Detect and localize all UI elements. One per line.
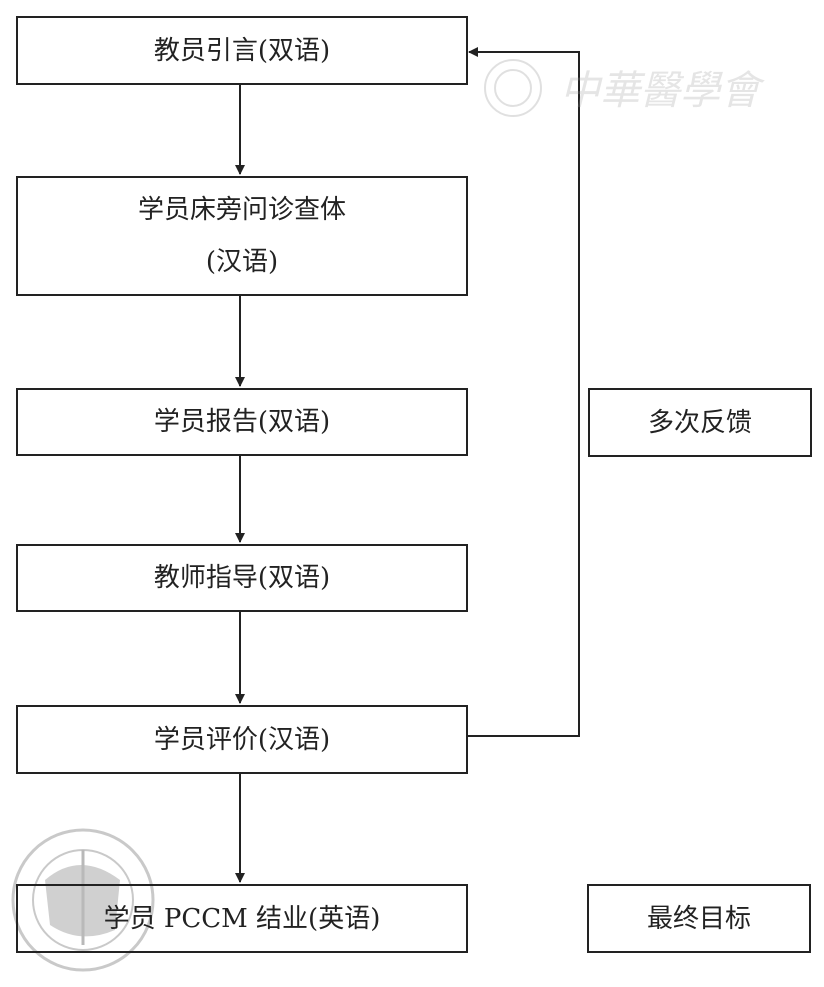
step-label: 教员引言(双语) bbox=[153, 35, 331, 66]
feedback-label-box: 多次反馈 bbox=[588, 388, 812, 457]
step-label: 学员报告(双语) bbox=[153, 407, 331, 437]
feedback-loop-arrow bbox=[467, 47, 580, 737]
step-label: 教师指导(双语) bbox=[153, 563, 331, 593]
goal-label: 最终目标 bbox=[646, 903, 751, 934]
watermark-seal-bottom-left bbox=[11, 828, 155, 972]
step-label-line2: (汉语) bbox=[205, 247, 279, 277]
step-label: 学员床旁问诊查体 bbox=[137, 195, 346, 225]
step-bedside-exam: 学员床旁问诊查体 (汉语) bbox=[16, 176, 468, 296]
svg-text:中華醫學會: 中華醫學會 bbox=[560, 68, 765, 114]
step-pccm-completion: 学员 PCCM 结业(英语) bbox=[16, 884, 468, 953]
step-teacher-guidance: 教师指导(双语) bbox=[16, 544, 468, 612]
step-student-evaluation: 学员评价(汉语) bbox=[16, 705, 468, 774]
step-label: 学员评价(汉语) bbox=[153, 724, 331, 755]
step-label: 学员 PCCM 结业(英语) bbox=[103, 903, 381, 934]
step-student-report: 学员报告(双语) bbox=[16, 388, 468, 456]
feedback-label: 多次反馈 bbox=[647, 407, 752, 438]
goal-label-box: 最终目标 bbox=[587, 884, 811, 953]
step-teacher-intro: 教员引言(双语) bbox=[16, 16, 468, 85]
watermark-logo-top-right: 中華醫學會 bbox=[484, 59, 765, 117]
